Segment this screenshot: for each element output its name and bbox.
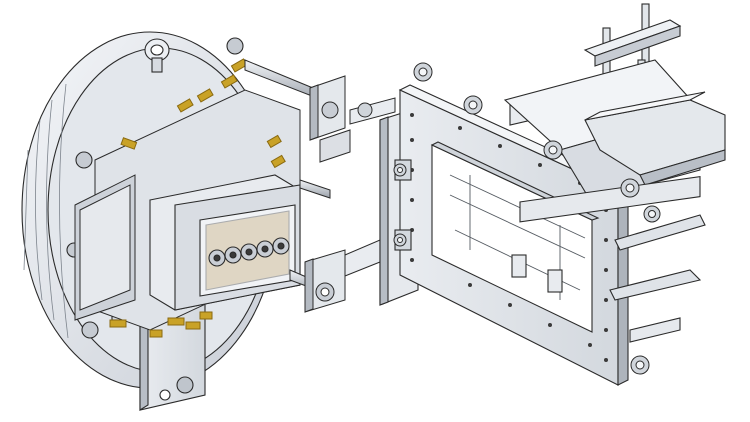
housing-fins — [23, 83, 69, 339]
fitting-icon — [270, 154, 286, 169]
tray-assembly — [503, 3, 726, 343]
fitting-icon — [199, 311, 213, 320]
knob-icon — [393, 233, 407, 247]
knob-icon — [543, 140, 563, 160]
star-knobs — [393, 62, 661, 375]
fitting-icon — [120, 137, 138, 150]
manifold-block — [149, 174, 301, 311]
brass-fittings — [109, 58, 286, 338]
fitting-icon — [220, 74, 238, 89]
lifting-eye-icon — [144, 38, 170, 73]
knob-icon — [643, 205, 661, 223]
rod-clamp-lower — [304, 249, 346, 313]
knob-icon — [393, 163, 407, 177]
knob-icon — [463, 95, 483, 115]
fitting-icon — [176, 98, 194, 113]
knob-icon — [413, 62, 433, 82]
knob-icon — [620, 178, 640, 198]
frame-holes — [410, 113, 608, 362]
fitting-icon — [196, 88, 214, 103]
fitting-icon — [149, 329, 163, 338]
connector-row — [208, 237, 290, 267]
rod-clamp-upper — [309, 75, 351, 163]
tie-rods — [244, 59, 396, 313]
knob-icon — [630, 355, 650, 375]
fitting-icon — [167, 317, 185, 326]
fitting-icon — [266, 134, 282, 149]
fitting-icon — [109, 319, 127, 328]
fitting-icon — [185, 321, 201, 330]
